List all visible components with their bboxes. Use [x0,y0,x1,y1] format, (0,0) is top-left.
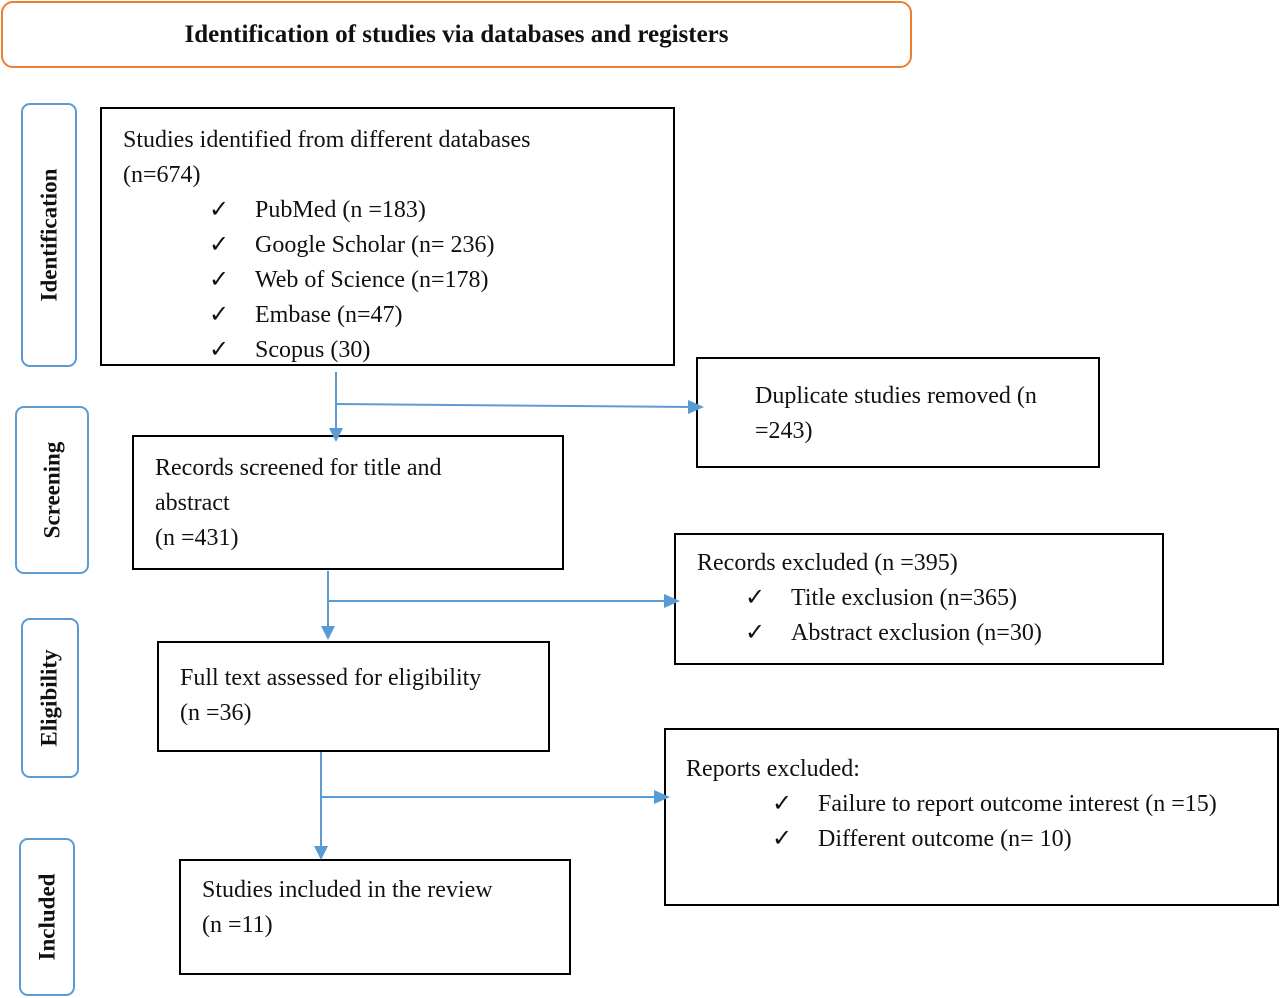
records-excluded-item: ✓ Abstract exclusion (n=30) [745,616,1162,651]
reports-excluded-item-label: Failure to report outcome interest (n =1… [818,791,1217,817]
arrowhead [664,594,680,608]
arrowhead [329,428,343,442]
fulltext-line1: Full text assessed for eligibility [180,665,482,691]
reports-excluded-line1: Reports excluded: [686,756,860,782]
records-excluded-list: ✓ Title exclusion (n=365) ✓ Abstract exclu… [697,581,1162,651]
stage-identification: Identification [21,103,77,367]
records-excluded-box: Records excluded (n =395) ✓ Title exclusi… [674,533,1164,665]
arrowhead [321,626,335,640]
fulltext-box: Full text assessed for eligibility (n =3… [157,641,550,752]
reports-excluded-box: Reports excluded: ✓ Failure to report out… [664,728,1279,906]
identified-item: ✓ Web of Science (n=178) [209,263,673,298]
reports-excluded-list: ✓ Failure to report outcome interest (n =… [686,787,1277,857]
identified-item: ✓ Scopus (30) [209,333,673,368]
identified-box: Studies identified from different databa… [100,107,675,366]
stage-screening: Screening [15,406,89,574]
duplicates-line2: =243) [755,418,813,444]
arrowhead [314,846,328,860]
stage-included: Included [19,838,75,996]
identified-item: ✓ Embase (n=47) [209,298,673,333]
duplicates-line1: Duplicate studies removed (n [755,383,1037,409]
identified-item-label: Web of Science (n=178) [255,267,489,293]
arrowhead [688,400,704,414]
duplicates-box: Duplicate studies removed (n =243) [696,357,1100,468]
screened-line1: Records screened for title and [155,455,442,481]
reports-excluded-item: ✓ Different outcome (n= 10) [772,822,1277,857]
records-excluded-item-label: Abstract exclusion (n=30) [791,620,1042,646]
fulltext-line2: (n =36) [180,700,252,726]
check-icon: ✓ [209,197,230,223]
records-excluded-item: ✓ Title exclusion (n=365) [745,581,1162,616]
identified-item-label: PubMed (n =183) [255,197,426,223]
identified-item-label: Google Scholar (n= 236) [255,232,495,258]
check-icon: ✓ [772,791,793,817]
check-icon: ✓ [209,232,230,258]
included-line1: Studies included in the review [202,877,493,903]
screened-box: Records screened for title and abstract … [132,435,564,570]
stage-eligibility: Eligibility [21,618,79,778]
reports-excluded-item-label: Different outcome (n= 10) [818,826,1072,852]
identified-line2: (n=674) [123,162,201,188]
check-icon: ✓ [745,585,766,611]
identified-list: ✓ PubMed (n =183) ✓ Google Scholar (n= 236… [123,193,673,368]
included-box: Studies included in the review (n =11) [179,859,571,975]
identified-item: ✓ PubMed (n =183) [209,193,673,228]
records-excluded-line1: Records excluded (n =395) [697,550,958,576]
identified-item-label: Scopus (30) [255,337,371,363]
records-excluded-item-label: Title exclusion (n=365) [791,585,1017,611]
screened-line2: abstract [155,490,230,516]
arrowhead [654,790,670,804]
screened-line3: (n =431) [155,525,239,551]
check-icon: ✓ [209,302,230,328]
identified-item-label: Embase (n=47) [255,302,403,328]
check-icon: ✓ [745,620,766,646]
diagram-header: Identification of studies via databases … [1,1,912,68]
arrow-to-duplicates [335,403,691,408]
check-icon: ✓ [209,337,230,363]
check-icon: ✓ [772,826,793,852]
check-icon: ✓ [209,267,230,293]
identified-line1: Studies identified from different databa… [123,127,531,153]
header-title: Identification of studies via databases … [184,20,729,48]
included-line2: (n =11) [202,912,273,938]
reports-excluded-item: ✓ Failure to report outcome interest (n =… [772,787,1277,822]
identified-item: ✓ Google Scholar (n= 236) [209,228,673,263]
